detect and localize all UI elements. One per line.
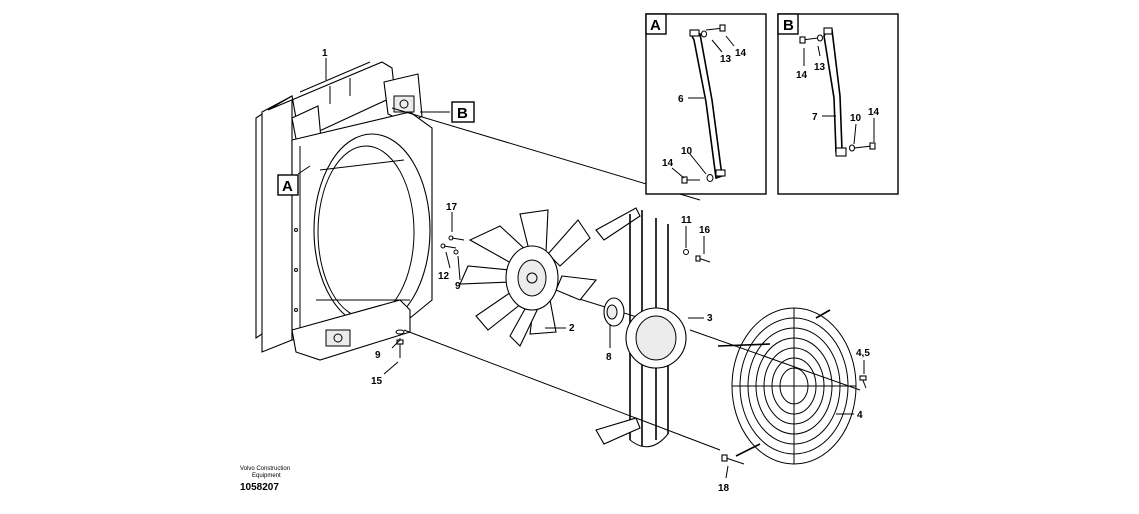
wire-guard <box>717 307 857 465</box>
detail-b-callout-10: 10 <box>850 113 862 124</box>
callout-4-5: 4,5 <box>856 348 870 359</box>
detail-a-panel: A 14 13 6 10 14 <box>645 13 767 195</box>
marker-a-main: A <box>277 174 299 196</box>
detail-b-callout-13: 13 <box>814 62 826 73</box>
svg-text:B: B <box>457 105 468 122</box>
detail-a-marker: A <box>650 17 661 34</box>
callout-12: 12 <box>438 271 450 282</box>
detail-a-callout-13: 13 <box>720 54 732 65</box>
document-number: 1058207 <box>240 482 279 493</box>
footer-company-line1: Volvo Construction <box>240 466 290 472</box>
callout-3: 3 <box>707 313 713 324</box>
cooling-fan <box>459 209 598 347</box>
callout-9-fan: 9 <box>455 281 461 292</box>
callout-9-radiator: 9 <box>375 350 381 361</box>
detail-a-callout-6: 6 <box>678 94 684 105</box>
callout-17: 17 <box>446 202 458 213</box>
callout-4: 4 <box>857 410 863 421</box>
callout-16: 16 <box>699 225 711 236</box>
marker-b-main: B <box>451 101 475 123</box>
callout-11: 11 <box>681 215 692 226</box>
detail-b-panel: B 13 14 7 10 14 <box>777 13 899 195</box>
callout-1: 1 <box>322 48 328 59</box>
callout-15: 15 <box>371 376 383 387</box>
fan-guard-frame <box>595 207 687 448</box>
detail-b-callout-7: 7 <box>812 112 818 123</box>
svg-text:A: A <box>282 178 293 195</box>
leader-lines <box>297 58 865 479</box>
detail-a-callout-14-bottom: 14 <box>662 158 674 169</box>
callout-8: 8 <box>606 352 612 363</box>
callout-2: 2 <box>569 323 575 334</box>
fan-spacer <box>603 297 625 327</box>
detail-b-callout-14-left: 14 <box>796 70 808 81</box>
hardware-bolts <box>395 235 867 465</box>
radiator-shroud-assembly <box>255 61 433 361</box>
detail-b-marker: B <box>783 17 794 34</box>
detail-a-callout-14-top: 14 <box>735 48 747 59</box>
footer-company-line2: Equipment <box>252 473 281 479</box>
callout-18: 18 <box>718 483 730 494</box>
detail-b-callout-14-right: 14 <box>868 107 880 118</box>
detail-a-callout-10: 10 <box>681 146 693 157</box>
